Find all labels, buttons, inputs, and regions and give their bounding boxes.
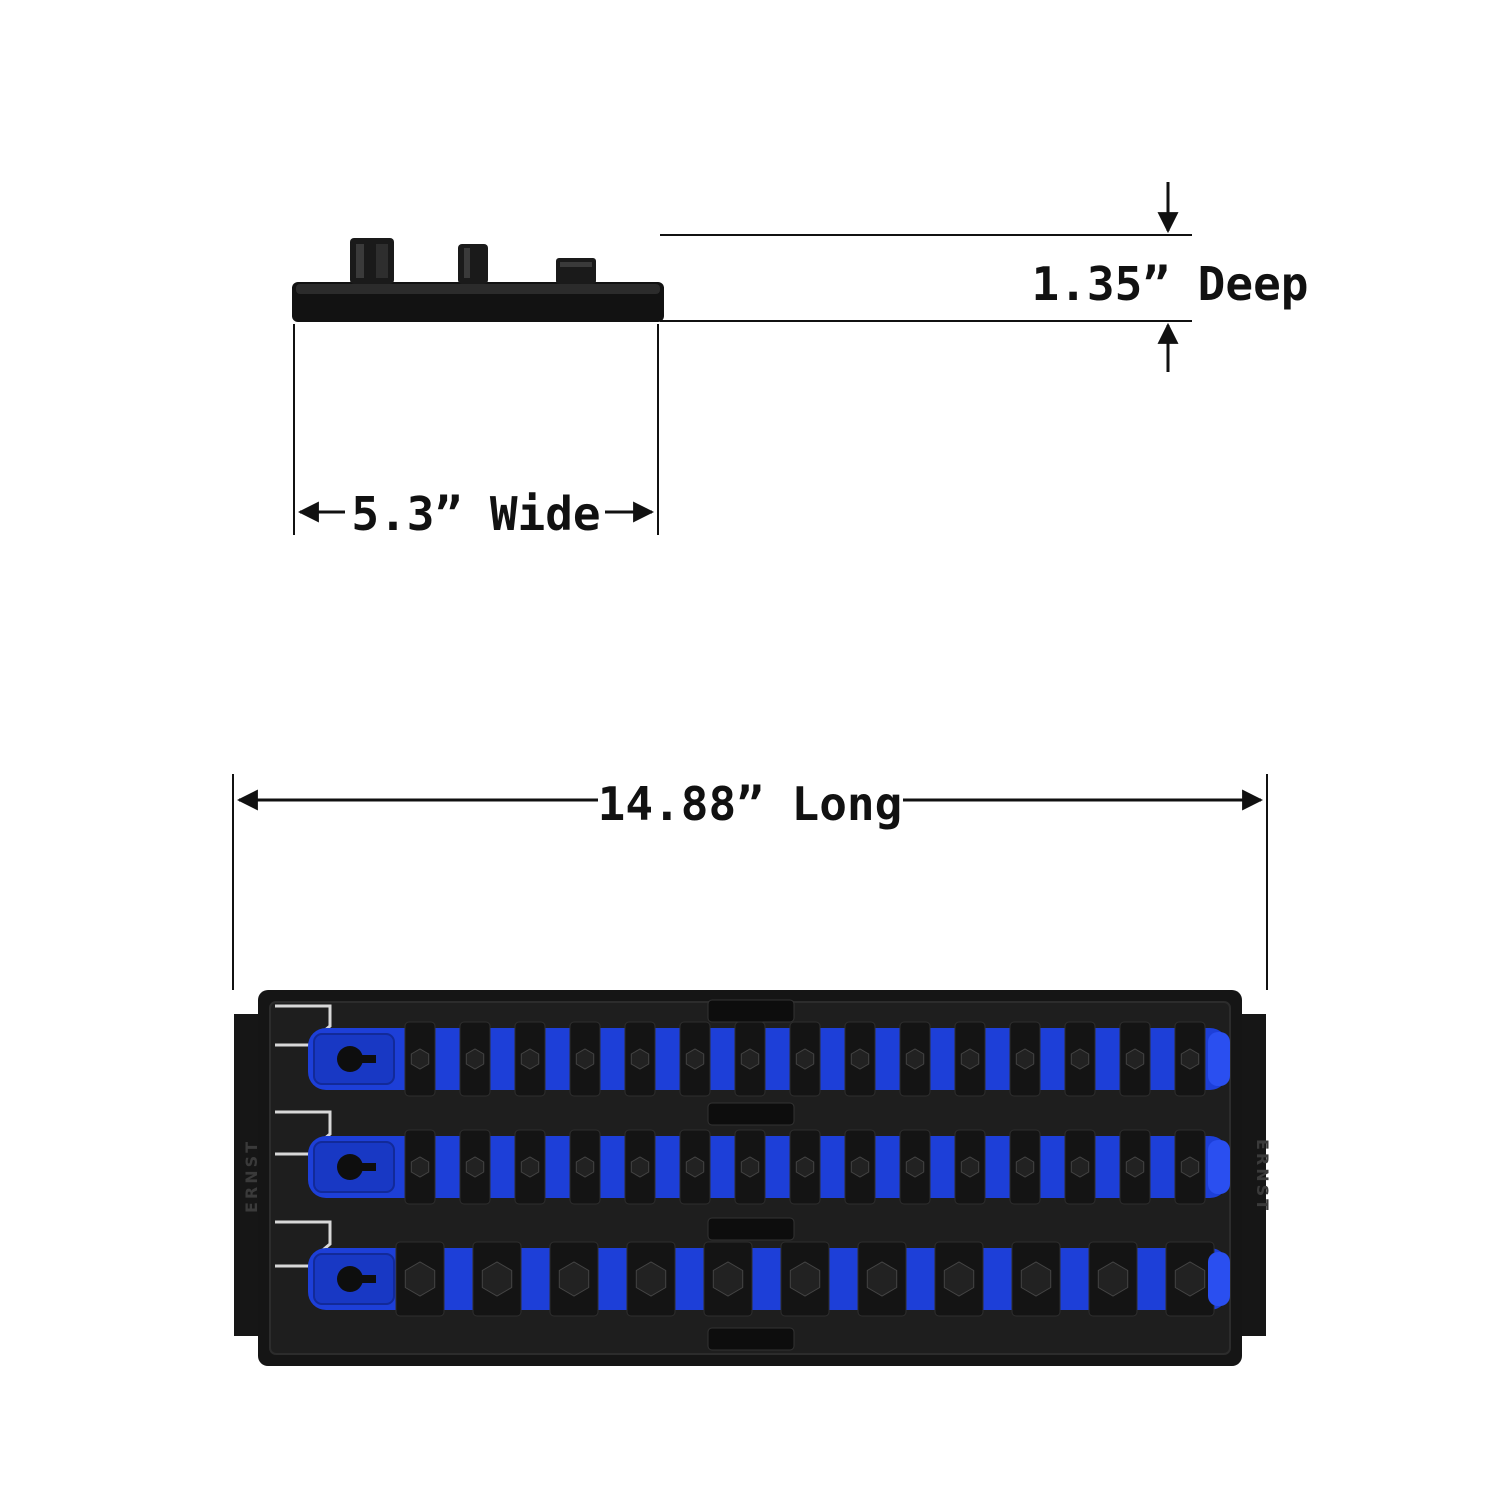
rail-end-cap xyxy=(1208,1140,1230,1194)
socket-post xyxy=(685,1156,705,1178)
width-label: 5.3” Wide xyxy=(351,487,600,541)
socket-post xyxy=(630,1048,650,1070)
width-dimension: 5.3” Wide xyxy=(293,324,659,541)
socket-post xyxy=(1125,1156,1145,1178)
socket-post xyxy=(1015,1156,1035,1178)
socket-post xyxy=(850,1048,870,1070)
socket-post xyxy=(404,1261,436,1297)
rail-end-cap xyxy=(1208,1252,1230,1306)
divider-clip-4 xyxy=(707,1327,795,1351)
socket-post xyxy=(1070,1156,1090,1178)
rail-lock-slot xyxy=(346,1055,376,1063)
socket-post xyxy=(740,1048,760,1070)
socket-post xyxy=(1020,1261,1052,1297)
length-dimension: 14.88” Long xyxy=(232,774,1268,990)
socket-post xyxy=(795,1048,815,1070)
depth-label: 1.35” Deep xyxy=(1032,257,1309,311)
divider-clip-3 xyxy=(707,1217,795,1241)
tray-top-view: ERNST ERNST xyxy=(234,990,1272,1366)
rail-middle-rail xyxy=(308,1129,1230,1205)
length-label: 14.88” Long xyxy=(598,777,903,831)
socket-post xyxy=(850,1156,870,1178)
socket-post xyxy=(575,1048,595,1070)
rail-end-cap xyxy=(1208,1032,1230,1086)
socket-post xyxy=(465,1156,485,1178)
socket-post xyxy=(481,1261,513,1297)
depth-dimension: 1.35” Deep xyxy=(660,182,1308,372)
socket-post xyxy=(1125,1048,1145,1070)
side-clip-right xyxy=(556,258,596,284)
socket-post xyxy=(960,1156,980,1178)
brand-left: ERNST xyxy=(242,1139,261,1213)
socket-post xyxy=(575,1156,595,1178)
rail-body xyxy=(308,1248,1228,1310)
rails xyxy=(308,1021,1230,1317)
socket-post xyxy=(1180,1048,1200,1070)
socket-post xyxy=(905,1156,925,1178)
socket-post xyxy=(905,1048,925,1070)
divider-clip-2 xyxy=(707,1102,795,1126)
socket-post xyxy=(1097,1261,1129,1297)
side-profile-view xyxy=(292,238,664,322)
socket-post xyxy=(943,1261,975,1297)
rail-top-rail xyxy=(308,1021,1230,1097)
socket-post xyxy=(740,1156,760,1178)
side-post-middle xyxy=(458,244,488,284)
socket-post xyxy=(558,1261,590,1297)
socket-post xyxy=(1174,1261,1206,1297)
socket-post xyxy=(410,1048,430,1070)
rail-lock-slot xyxy=(346,1163,376,1171)
divider-clip-1 xyxy=(707,999,795,1023)
socket-post xyxy=(1180,1156,1200,1178)
socket-post xyxy=(520,1156,540,1178)
socket-post xyxy=(685,1048,705,1070)
rail-lock-slot xyxy=(346,1275,376,1283)
rail-bottom-rail xyxy=(308,1241,1230,1317)
socket-post xyxy=(789,1261,821,1297)
socket-post xyxy=(712,1261,744,1297)
socket-post xyxy=(960,1048,980,1070)
socket-post xyxy=(635,1261,667,1297)
socket-post xyxy=(1070,1048,1090,1070)
socket-post xyxy=(410,1156,430,1178)
socket-post xyxy=(520,1048,540,1070)
socket-post xyxy=(465,1048,485,1070)
brand-right: ERNST xyxy=(1253,1139,1272,1213)
socket-post xyxy=(795,1156,815,1178)
socket-post xyxy=(1015,1048,1035,1070)
socket-post xyxy=(866,1261,898,1297)
socket-post xyxy=(630,1156,650,1178)
